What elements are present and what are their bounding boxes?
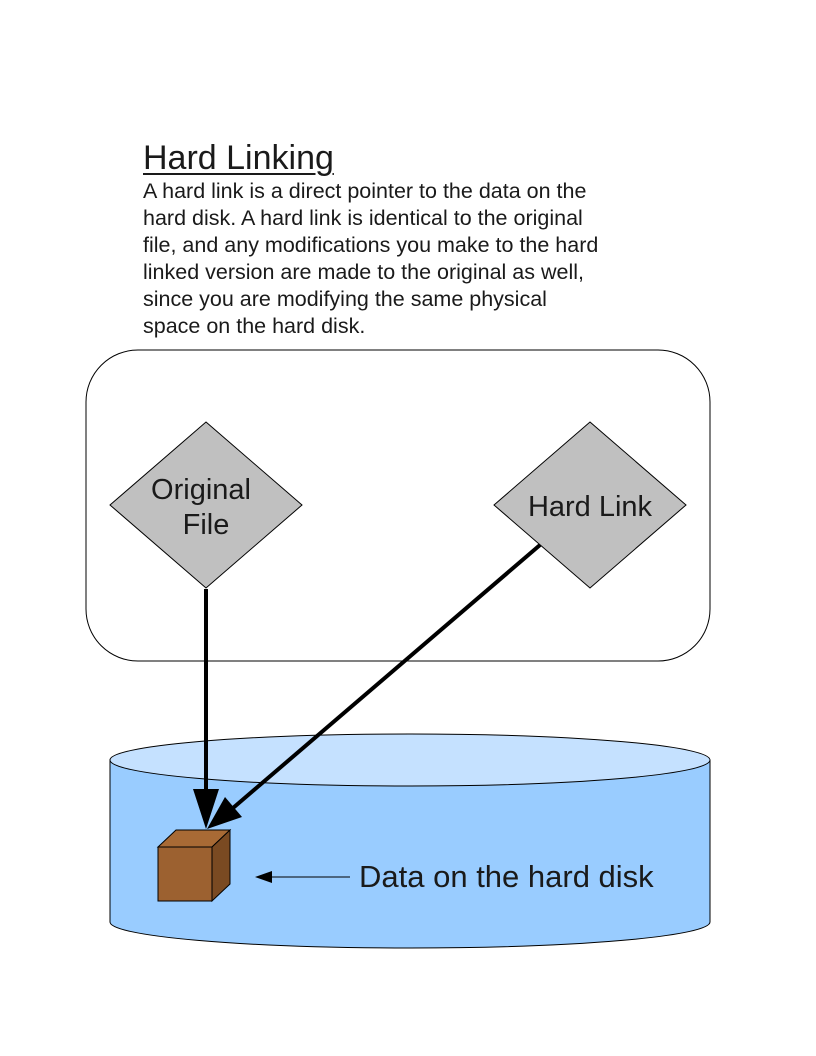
cube-front-face: [157, 846, 213, 902]
hard-link-arrow: [207, 543, 542, 829]
data-pointer-arrow: [255, 871, 350, 883]
filesystem-container: [85, 349, 711, 662]
original-file-diamond: [109, 421, 303, 589]
hard-link-label: Hard Link: [528, 491, 653, 523]
data-on-disk-label: Data on the hard disk: [359, 859, 654, 894]
original-file-node: Original File: [109, 421, 303, 589]
description-line: A hard link is a direct pointer to the d…: [143, 179, 587, 203]
description-paragraph: A hard link is a direct pointer to the d…: [143, 178, 663, 340]
disk-body: [109, 759, 711, 949]
disk-top: [109, 733, 711, 787]
original-file-arrow: [193, 589, 219, 829]
original-file-label-line1: Original: [151, 474, 251, 506]
description-line: linked version are made to the original …: [143, 260, 584, 284]
hard-link-diamond: [493, 421, 687, 589]
hard-link-node: Hard Link: [493, 421, 687, 589]
original-file-label-line2: File: [183, 509, 230, 541]
page-title: Hard Linking: [143, 139, 334, 177]
data-block-cube-icon: [156, 828, 232, 903]
description-line: space on the hard disk.: [143, 314, 366, 338]
description-line: hard disk. A hard link is identical to t…: [143, 206, 583, 230]
description-line: file, and any modifications you make to …: [143, 233, 599, 257]
hard-disk-cylinder: [109, 733, 711, 949]
description-line: since you are modifying the same physica…: [143, 287, 547, 311]
